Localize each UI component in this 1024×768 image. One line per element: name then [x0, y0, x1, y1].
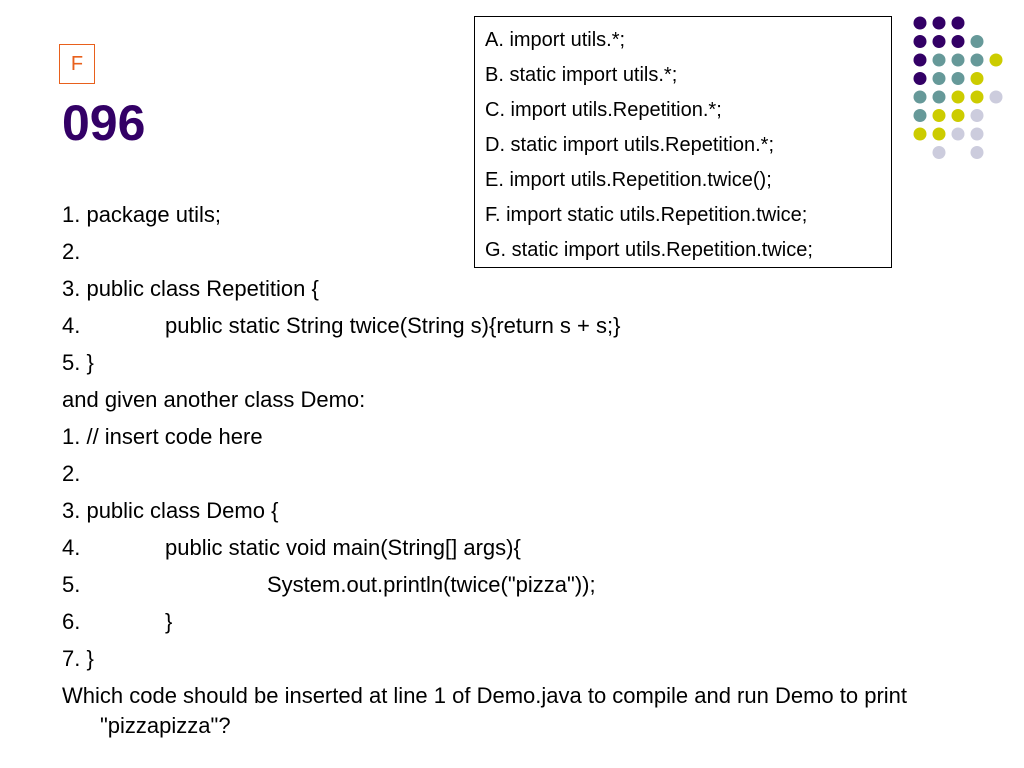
decorative-dot — [970, 35, 984, 48]
option-d: D. static import utils.Repetition.*; — [485, 134, 774, 156]
code-line-text: public static String twice(String s){ret… — [165, 313, 621, 338]
decorative-dot — [913, 16, 927, 30]
decorative-dot — [932, 72, 946, 85]
code-line-text: } — [165, 609, 173, 634]
code-line-number: 3. public class Repetition { — [62, 276, 319, 301]
code-line: 4. public static void main(String[] args)… — [62, 529, 982, 566]
code-line-number: 2. — [62, 461, 81, 486]
code-line: 1. // insert code here — [62, 418, 982, 455]
code-body: 1. package utils; 2. 3. public class Rep… — [62, 196, 982, 741]
decorative-dot — [932, 53, 946, 67]
decorative-dot — [951, 35, 965, 48]
decorative-dot — [932, 35, 946, 48]
option-c: C. import utils.Repetition.*; — [485, 99, 722, 121]
decorative-dot — [951, 72, 965, 85]
code-line: 5. System.out.println(twice("pizza")); — [62, 566, 982, 603]
code-line-text: System.out.println(twice("pizza")); — [267, 572, 596, 597]
decorative-dot — [989, 53, 1003, 67]
decorative-dot — [932, 146, 946, 159]
code-line: 6.} — [62, 603, 982, 640]
decorative-dot — [913, 127, 927, 141]
decorative-dot — [932, 127, 946, 141]
answer-badge: F — [59, 44, 95, 84]
decorative-dot — [951, 90, 965, 104]
decorative-dot — [951, 127, 965, 141]
code-line-number: 6. — [62, 609, 81, 634]
code-line: 1. package utils; — [62, 196, 982, 233]
code-line: 4. public static String twice(String s){r… — [62, 307, 982, 344]
decorative-dot — [913, 53, 927, 67]
code-line: 3. public class Demo { — [62, 492, 982, 529]
decorative-dot — [970, 90, 984, 104]
question-text: Which code should be inserted at line 1 … — [62, 683, 908, 738]
slide-number: 096 — [62, 95, 146, 151]
code-line-number: 1. package utils; — [62, 202, 221, 227]
decorative-dot — [970, 146, 984, 159]
decorative-dot — [989, 90, 1003, 104]
option-e: E. import utils.Repetition.twice(); — [485, 169, 772, 191]
decorative-dot — [913, 109, 927, 122]
code-line-number: 1. // insert code here — [62, 424, 263, 449]
decorative-dot — [951, 16, 965, 30]
option-b: B. static import utils.*; — [485, 64, 678, 86]
code-intro-text: and given another class Demo: — [62, 387, 366, 412]
code-line: 5. } — [62, 344, 982, 381]
code-line-number: 4. — [62, 535, 81, 560]
option-g: G. static import utils.Repetition.twice; — [485, 239, 813, 261]
code-line-text: public static void main(String[] args){ — [165, 535, 521, 560]
option-f: F. import static utils.Repetition.twice; — [485, 204, 808, 226]
decorative-dot — [970, 127, 984, 141]
option-a: A. import utils.*; — [485, 29, 626, 51]
code-line-number: 4. — [62, 313, 81, 338]
code-line-number: 5. — [62, 572, 81, 597]
code-line: 2. — [62, 233, 982, 270]
decorative-dot — [970, 72, 984, 85]
decorative-dot-grid — [913, 16, 1003, 159]
decorative-dot — [951, 109, 965, 122]
decorative-dot — [951, 53, 965, 67]
code-line-number: 7. } — [62, 646, 94, 671]
decorative-dot — [913, 35, 927, 48]
decorative-dot — [932, 16, 946, 30]
code-line-number: 5. } — [62, 350, 94, 375]
decorative-dot — [913, 72, 927, 85]
code-line: 3. public class Repetition { — [62, 270, 982, 307]
decorative-dot — [932, 90, 946, 104]
code-line-number: 3. public class Demo { — [62, 498, 279, 523]
decorative-dot — [970, 109, 984, 122]
code-line-number: 2. — [62, 239, 81, 264]
code-line: and given another class Demo: — [62, 381, 982, 418]
code-line: 7. } — [62, 640, 982, 677]
decorative-dot — [932, 109, 946, 122]
decorative-dot — [913, 90, 927, 104]
options-box: A. import utils.*; B. static import util… — [474, 16, 892, 268]
code-line: 2. — [62, 455, 982, 492]
decorative-dot — [970, 53, 984, 67]
